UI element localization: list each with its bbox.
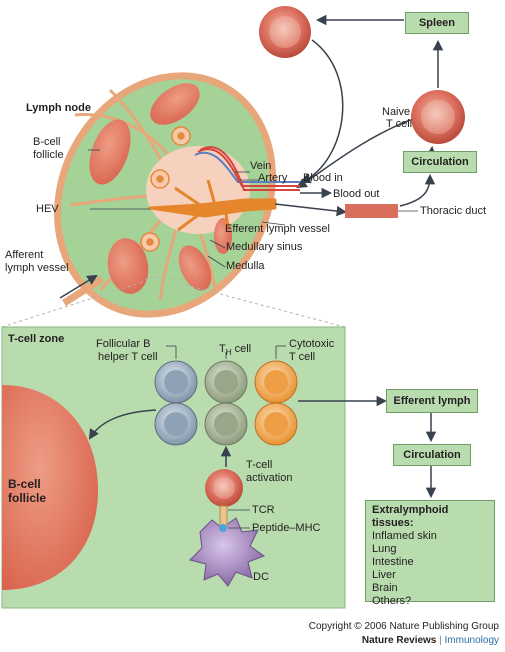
extralymphoid-box: Extralymphoid tissues: Inflamed skin Lun… xyxy=(365,500,495,607)
vein-label: Vein xyxy=(250,160,272,172)
th-cell-label-sub: H xyxy=(225,348,232,358)
extralymphoid-item: Others? xyxy=(372,595,412,607)
extralymphoid-item: Liver xyxy=(372,569,396,581)
extralymphoid-title: Extralymphoid tissues: xyxy=(372,504,449,529)
th-cell-label: TH cell xyxy=(219,343,251,359)
extralymphoid-item: Brain xyxy=(372,582,398,594)
b-follicle-zone-label-2: follicle xyxy=(8,491,47,505)
medullary-sinus-label: Medullary sinus xyxy=(226,241,303,253)
spleen-box: Spleen xyxy=(405,12,469,34)
b-cell-follicle-label-1: B-cell xyxy=(33,136,61,148)
journal-separator: | xyxy=(436,635,445,646)
activation-label-2: activation xyxy=(246,472,293,484)
artery-label: Artery xyxy=(258,172,288,184)
follicular-label-1: Follicular B xyxy=(96,338,151,350)
b-cell-follicle-2 xyxy=(150,83,200,125)
upper-circulation xyxy=(259,6,465,207)
b-follicle-zone-label-1: B-cell xyxy=(8,477,41,491)
naive-t-cell-label-2: T cell xyxy=(386,118,413,130)
tcr-label: TCR xyxy=(252,504,275,516)
follicular-label-2: helper T cell xyxy=(98,351,158,363)
b-cell-follicle-1 xyxy=(89,119,131,185)
medulla-label: Medulla xyxy=(226,260,265,272)
extralymphoid-item: Intestine xyxy=(372,556,414,568)
t-cell-zone-title: T-cell zone xyxy=(8,333,65,345)
thoracic-duct xyxy=(345,204,398,218)
vein-artery xyxy=(194,151,300,183)
extralymphoid-item: Lung xyxy=(372,543,397,555)
b-cell-follicle-label-2: follicle xyxy=(33,149,64,161)
dc-label: DC xyxy=(253,571,269,583)
blood-in-label: Blood in xyxy=(303,172,343,184)
b-cell-follicle-4 xyxy=(178,245,212,291)
circulation-box-bottom: Circulation xyxy=(393,444,471,466)
copyright: Copyright © 2006 Nature Publishing Group xyxy=(308,621,499,632)
efferent-lymph-box: Efferent lymph xyxy=(386,389,478,413)
hev-rings xyxy=(140,126,191,252)
activation-label-1: T-cell xyxy=(246,459,273,471)
blood-out-label: Blood out xyxy=(333,188,380,200)
journal-name: Nature Reviews xyxy=(361,635,437,646)
hev-label: HEV xyxy=(36,203,59,215)
th-cell-label-rest: cell xyxy=(231,343,252,355)
journal-line: Nature Reviews | Immunology xyxy=(362,634,499,647)
naive-t-cell-label-1: Naive xyxy=(382,106,411,118)
dendritic-cell xyxy=(189,505,266,587)
lymph-node-label: Lymph node xyxy=(26,102,91,114)
th-cell-label-main: T xyxy=(219,343,226,355)
thoracic-duct-label: Thoracic duct xyxy=(420,205,487,217)
afferent-label-2: lymph vessel xyxy=(5,262,69,274)
cytotoxic-label-2: T cell xyxy=(289,351,316,363)
extralymphoid-item: Inflamed skin xyxy=(372,530,437,542)
cytotoxic-label-1: Cytotoxic xyxy=(289,338,335,350)
journal-section: Immunology xyxy=(444,635,499,646)
afferent-label-1: Afferent xyxy=(5,249,44,261)
efferent-vessel-label: Efferent lymph vessel xyxy=(225,223,330,235)
lymph-node xyxy=(54,72,398,318)
b-cell-follicle-large xyxy=(2,385,98,590)
b-cell-follicle-3 xyxy=(107,238,149,294)
t-cell-grid xyxy=(154,360,298,507)
circulation-box-top: Circulation xyxy=(403,151,477,173)
pmhc-label: Peptide–MHC xyxy=(252,522,321,534)
medulla-region xyxy=(146,146,250,234)
